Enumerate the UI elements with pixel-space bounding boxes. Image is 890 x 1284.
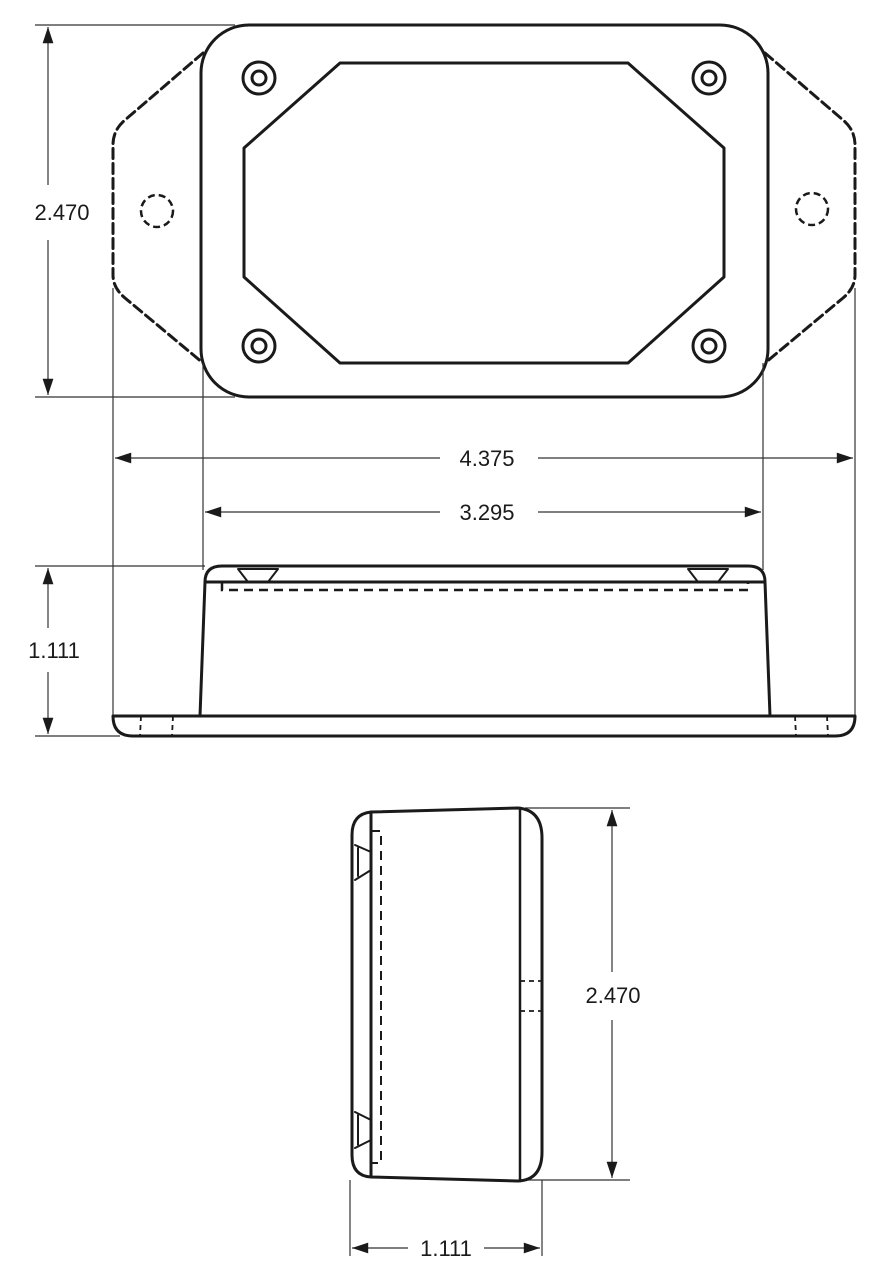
left-flange	[111, 51, 205, 365]
countersink-right	[687, 568, 729, 583]
hidden-flange-hole-right	[794, 715, 829, 737]
mount-hole-right	[794, 191, 830, 227]
dimension-side-depth: 1.111	[352, 1236, 540, 1261]
countersink-left	[237, 568, 279, 583]
body-sides	[198, 580, 772, 718]
hidden-lid-recess	[220, 582, 750, 592]
side-outline	[350, 806, 544, 1183]
front-view	[111, 564, 857, 738]
right-flange	[763, 51, 857, 365]
screw-hole-top-left	[241, 60, 277, 96]
dim-label: 1.111	[420, 1236, 472, 1261]
dim-label: 3.295	[459, 500, 514, 525]
dimension-top-height: 2.470	[34, 27, 90, 395]
top-view	[111, 23, 857, 399]
screw-hole-bottom-left	[241, 328, 277, 364]
dim-label: 1.111	[28, 638, 80, 663]
lid	[203, 564, 767, 584]
hidden-flange-hole	[520, 980, 541, 1012]
dim-label: 4.375	[459, 446, 514, 471]
hidden-flange-hole-left	[139, 715, 174, 737]
hidden-lid-recess	[371, 830, 382, 1164]
dimension-body-width: 3.295	[205, 500, 761, 525]
dimension-front-height: 1.111	[28, 568, 80, 734]
screw-hole-bottom-right	[691, 328, 727, 364]
dimension-overall-width: 4.375	[114, 446, 853, 471]
window-outline	[242, 61, 726, 365]
countersink-top	[354, 844, 372, 881]
dim-label: 2.470	[34, 200, 89, 225]
mount-hole-left	[139, 193, 175, 229]
dimension-side-height: 2.470	[585, 810, 641, 1178]
body-outline	[199, 23, 770, 399]
base-flange	[111, 714, 857, 738]
countersink-bottom	[354, 1111, 372, 1149]
screw-hole-top-right	[691, 60, 727, 96]
extension-lines	[35, 24, 856, 1256]
side-view	[350, 806, 544, 1183]
dim-label: 2.470	[585, 983, 640, 1008]
